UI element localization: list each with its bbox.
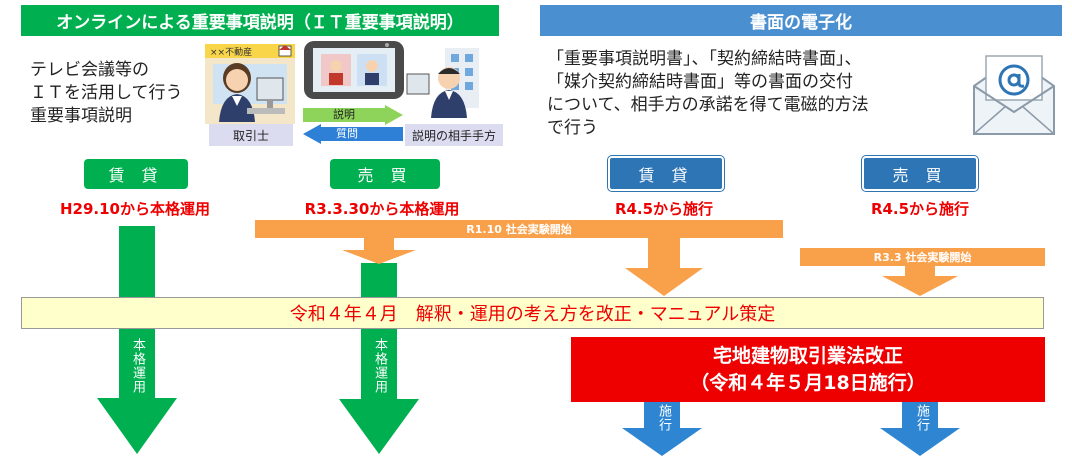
date-chintai-denshi: R4.5から施行	[614, 200, 714, 218]
right-description-line: 「重要事項説明書」、「契約締結時書面」、	[547, 49, 862, 69]
orange-arrow-baibai-it	[342, 238, 416, 264]
arrow-baibai-it	[339, 263, 419, 454]
experiment-band-it: R1.10 社会実験開始	[255, 220, 783, 238]
pill-chintai-it: 賃 貸	[84, 159, 188, 189]
video-call-screen-icon	[303, 40, 405, 100]
orange-arrow-chintai-denshi	[625, 238, 703, 296]
arrow-chintai-it-label: 本格運用	[130, 338, 145, 394]
law-amendment-box: 宅地建物取引業法改正 （令和４年５月18日施行）	[571, 337, 1045, 402]
pill-chintai-denshi: 賃 貸	[607, 155, 725, 192]
law-amendment-title: 宅地建物取引業法改正	[712, 344, 903, 367]
explain-arrow-right	[303, 105, 403, 125]
right-description-line: で行う	[547, 118, 598, 138]
question-arrow-label: 質問	[336, 127, 358, 140]
right-header: 書面の電子化	[540, 5, 1062, 36]
left-header: オンラインによる重要事項説明（ＩＴ重要事項説明）	[21, 5, 499, 36]
arrow-chintai-it	[97, 226, 177, 454]
pill-baibai-it: 売 買	[330, 159, 440, 189]
storefront-sign: ××不動産	[210, 48, 253, 58]
right-description-line: について、相手方の承諾を得て電磁的方法	[547, 95, 869, 115]
right-description-line: 「媒介契約締結時書面」等の書面の交付	[547, 72, 853, 92]
left-description-line: テレビ会議等の	[30, 60, 149, 80]
question-arrow-left	[303, 124, 403, 144]
arrow-baibai-it-label: 本格運用	[372, 338, 387, 394]
agent-person-icon	[215, 58, 285, 122]
left-description-line: 重要事項説明	[30, 106, 132, 126]
arrow-chintai-denshi-label: 施行	[656, 404, 671, 432]
arrow-baibai-denshi	[880, 402, 960, 456]
email-envelope-icon	[972, 50, 1056, 136]
explain-arrow-label: 説明	[333, 108, 355, 121]
arrow-baibai-denshi-label: 施行	[914, 404, 929, 432]
right-description: 「重要事項説明書」、「契約締結時書面」、 「媒介契約締結時書面」等の書面の交付 …	[547, 48, 927, 140]
arrow-chintai-denshi	[622, 402, 702, 456]
agent-label: 取引士	[209, 124, 293, 146]
date-chintai-it: H29.10から本格運用	[59, 200, 210, 218]
pill-baibai-denshi: 売 買	[861, 155, 979, 192]
revision-banner: 令和４年４月 解釈・運用の考え方を改正・マニュアル策定	[21, 297, 1044, 329]
date-baibai-it: R3.3.30から本格運用	[304, 200, 460, 218]
experiment-band-denshi: R3.3 社会実験開始	[800, 248, 1045, 266]
left-description: テレビ会議等の ＩＴを活用して行う 重要事項説明	[30, 59, 210, 128]
left-description-line: ＩＴを活用して行う	[30, 83, 183, 103]
law-amendment-date: （令和４年５月18日施行）	[690, 371, 926, 394]
client-label: 説明の相手手方	[405, 124, 503, 146]
orange-arrow-baibai-denshi	[882, 266, 958, 296]
client-person-icon	[405, 48, 485, 118]
date-baibai-denshi: R4.5から施行	[870, 200, 970, 218]
